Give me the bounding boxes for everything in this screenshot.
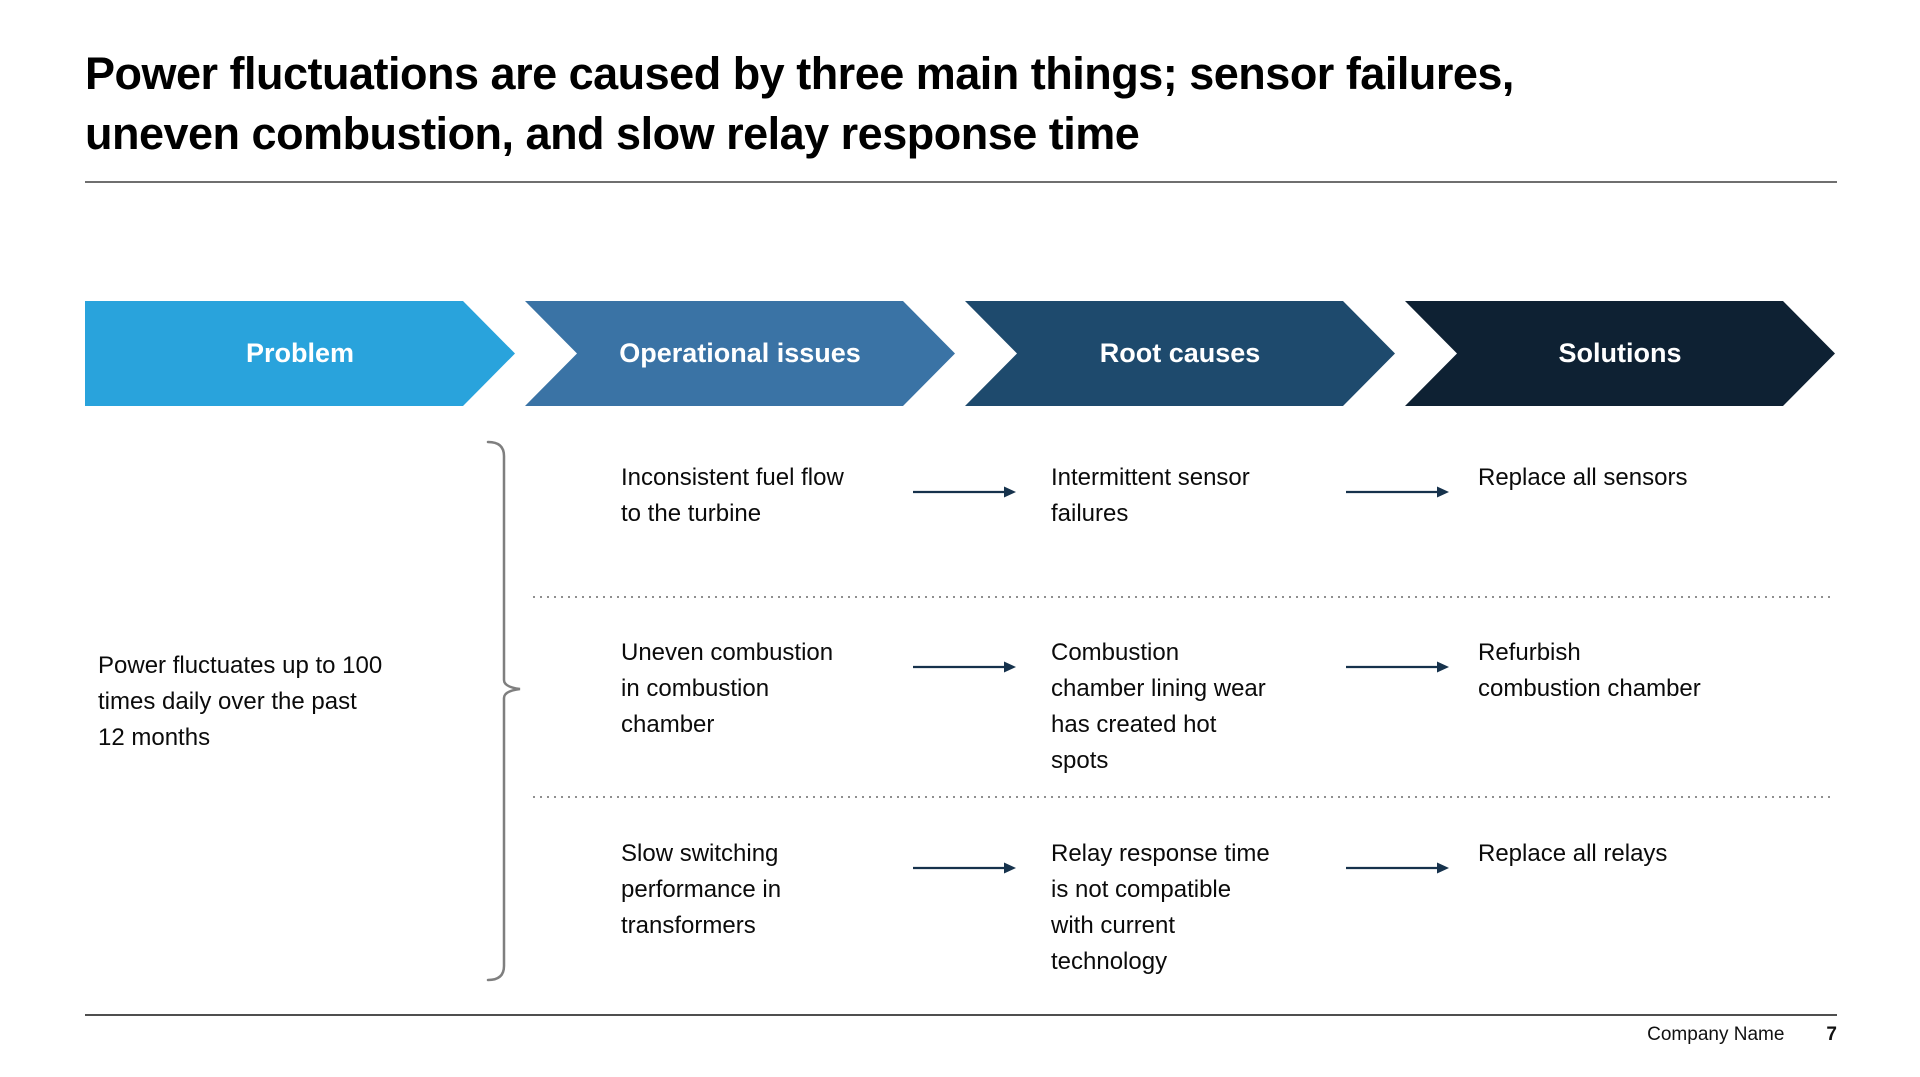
solution-2: Refurbish combustion chamber: [1478, 639, 1701, 702]
root-cause-1: Intermittent sensor failures: [1051, 464, 1250, 527]
brace-icon: [486, 440, 521, 982]
row-divider: [533, 796, 1835, 798]
footer-divider-line: [85, 1014, 1837, 1016]
flow-arrow-icon: [1346, 486, 1449, 498]
process-stage-label: Operational issues: [619, 338, 861, 368]
process-stage-problem: Problem: [85, 301, 515, 406]
root-cause-3: Relay response time is not compatible wi…: [1051, 840, 1270, 975]
process-stage-root-causes: Root causes: [965, 301, 1395, 406]
flow-arrow-icon: [1346, 661, 1449, 673]
solution-3: Replace all relays: [1478, 840, 1668, 867]
operational-issue-3: Slow switching performance in transforme…: [621, 840, 782, 939]
slide-title-line-2: uneven combustion, and slow relay respon…: [85, 108, 1140, 159]
slide-title: Power fluctuations are caused by three m…: [85, 44, 1685, 164]
footer-page-number: 7: [1826, 1024, 1837, 1045]
title-divider-line: [85, 181, 1837, 183]
flow-arrow-icon: [913, 661, 1016, 673]
footer: Company Name 7: [85, 1024, 1837, 1046]
process-bar: Problem Operational issues Root causes S…: [85, 301, 1835, 406]
process-stage-operational-issues: Operational issues: [525, 301, 955, 406]
row-divider: [533, 596, 1835, 598]
process-stage-label: Solutions: [1558, 338, 1682, 368]
root-cause-2: Combustion chamber lining wear has creat…: [1051, 639, 1266, 774]
flow-arrow-icon: [1346, 862, 1449, 874]
flow-arrow-icon: [913, 862, 1016, 874]
solution-1: Replace all sensors: [1478, 464, 1688, 491]
footer-company-name: Company Name: [1647, 1024, 1785, 1045]
process-stage-solutions: Solutions: [1405, 301, 1835, 406]
problem-statement: Power fluctuates up to 100 times daily o…: [98, 652, 383, 751]
operational-issue-1: Inconsistent fuel flow to the turbine: [621, 464, 844, 527]
operational-issue-2: Uneven combustion in combustion chamber: [621, 639, 834, 738]
process-stage-label: Problem: [245, 338, 355, 368]
slide-title-line-1: Power fluctuations are caused by three m…: [85, 48, 1514, 99]
process-stage-label: Root causes: [1099, 338, 1261, 368]
flow-arrow-icon: [913, 486, 1016, 498]
